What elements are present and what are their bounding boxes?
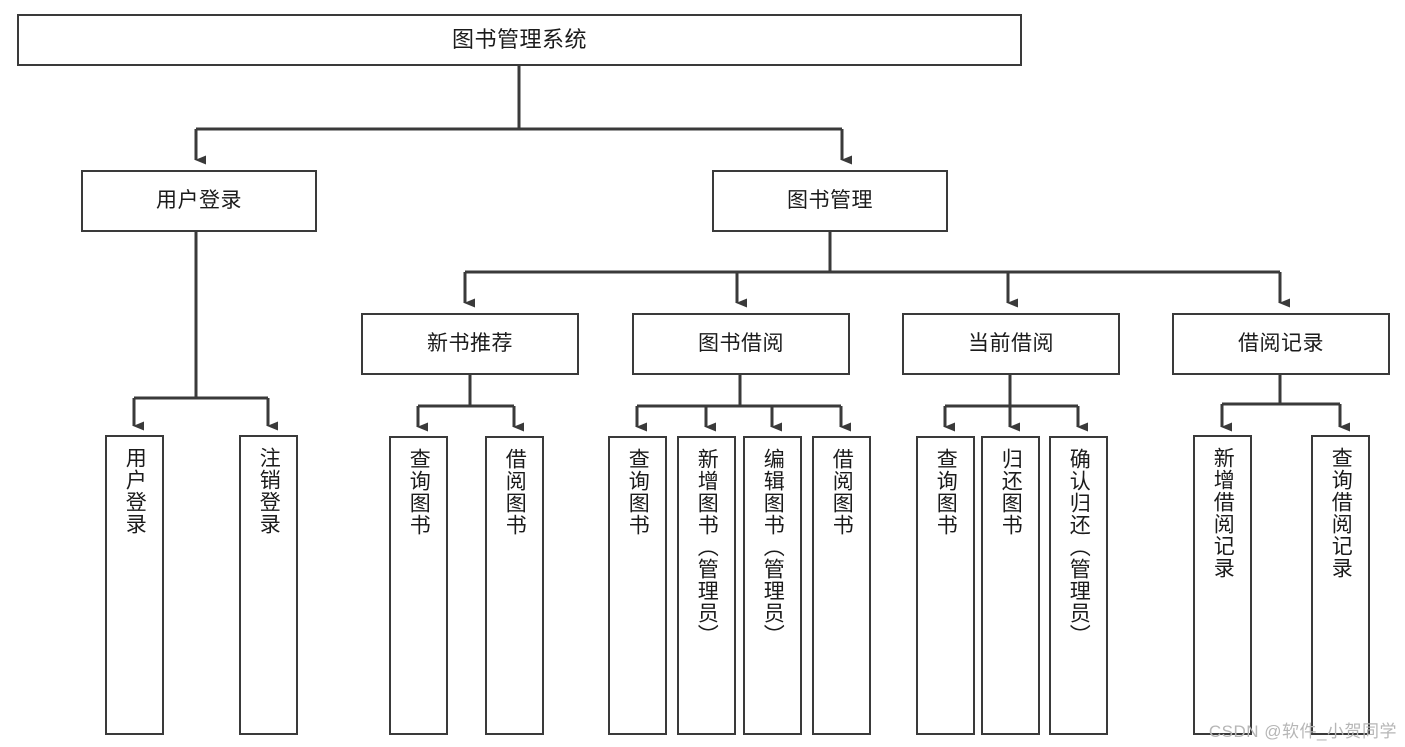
node-leaf-logout-login[interactable]: 注销登录 — [239, 435, 298, 735]
node-leaf-confirm-return[interactable]: 确认归还（管理员） — [1049, 436, 1108, 735]
node-leaf-return-book[interactable]: 归还图书 — [981, 436, 1040, 735]
node-leaf-user-login-label: 用户登录 — [123, 447, 147, 535]
node-leaf-query-book-2-label: 查询图书 — [626, 448, 650, 536]
node-leaf-query-book-2[interactable]: 查询图书 — [608, 436, 667, 735]
node-root-system-label: 图书管理系统 — [451, 27, 587, 53]
node-leaf-return-book-label: 归还图书 — [999, 448, 1023, 536]
node-borrow-record-label: 借阅记录 — [1238, 331, 1324, 355]
node-leaf-confirm-return-label: 确认归还（管理员） — [1067, 448, 1091, 646]
node-book-borrow-label: 图书借阅 — [698, 331, 784, 355]
node-leaf-borrow-book-1-label: 借阅图书 — [503, 448, 527, 536]
node-leaf-logout-login-label: 注销登录 — [257, 447, 281, 535]
node-leaf-add-record[interactable]: 新增借阅记录 — [1193, 435, 1252, 735]
node-leaf-query-book-1[interactable]: 查询图书 — [389, 436, 448, 735]
node-leaf-add-book[interactable]: 新增图书（管理员） — [677, 436, 736, 735]
node-book-borrow[interactable]: 图书借阅 — [632, 313, 850, 375]
node-root-system[interactable]: 图书管理系统 — [17, 14, 1022, 66]
node-leaf-add-book-label: 新增图书（管理员） — [695, 448, 719, 646]
node-book-manage[interactable]: 图书管理 — [712, 170, 948, 232]
node-leaf-edit-book[interactable]: 编辑图书（管理员） — [743, 436, 802, 735]
node-new-book-rec-label: 新书推荐 — [427, 331, 513, 355]
node-leaf-query-record[interactable]: 查询借阅记录 — [1311, 435, 1370, 735]
node-book-manage-label: 图书管理 — [787, 188, 873, 212]
node-leaf-query-book-3-label: 查询图书 — [934, 448, 958, 536]
node-leaf-borrow-book-1[interactable]: 借阅图书 — [485, 436, 544, 735]
node-leaf-edit-book-label: 编辑图书（管理员） — [761, 448, 785, 646]
node-current-borrow[interactable]: 当前借阅 — [902, 313, 1120, 375]
node-leaf-borrow-book-2-label: 借阅图书 — [830, 448, 854, 536]
node-leaf-borrow-book-2[interactable]: 借阅图书 — [812, 436, 871, 735]
node-leaf-query-book-1-label: 查询图书 — [407, 448, 431, 536]
node-current-borrow-label: 当前借阅 — [968, 331, 1054, 355]
node-leaf-add-record-label: 新增借阅记录 — [1211, 447, 1235, 579]
node-leaf-query-book-3[interactable]: 查询图书 — [916, 436, 975, 735]
node-user-login-label: 用户登录 — [156, 188, 242, 212]
node-leaf-user-login[interactable]: 用户登录 — [105, 435, 164, 735]
node-new-book-rec[interactable]: 新书推荐 — [361, 313, 579, 375]
node-borrow-record[interactable]: 借阅记录 — [1172, 313, 1390, 375]
node-user-login[interactable]: 用户登录 — [81, 170, 317, 232]
node-leaf-query-record-label: 查询借阅记录 — [1329, 447, 1353, 579]
